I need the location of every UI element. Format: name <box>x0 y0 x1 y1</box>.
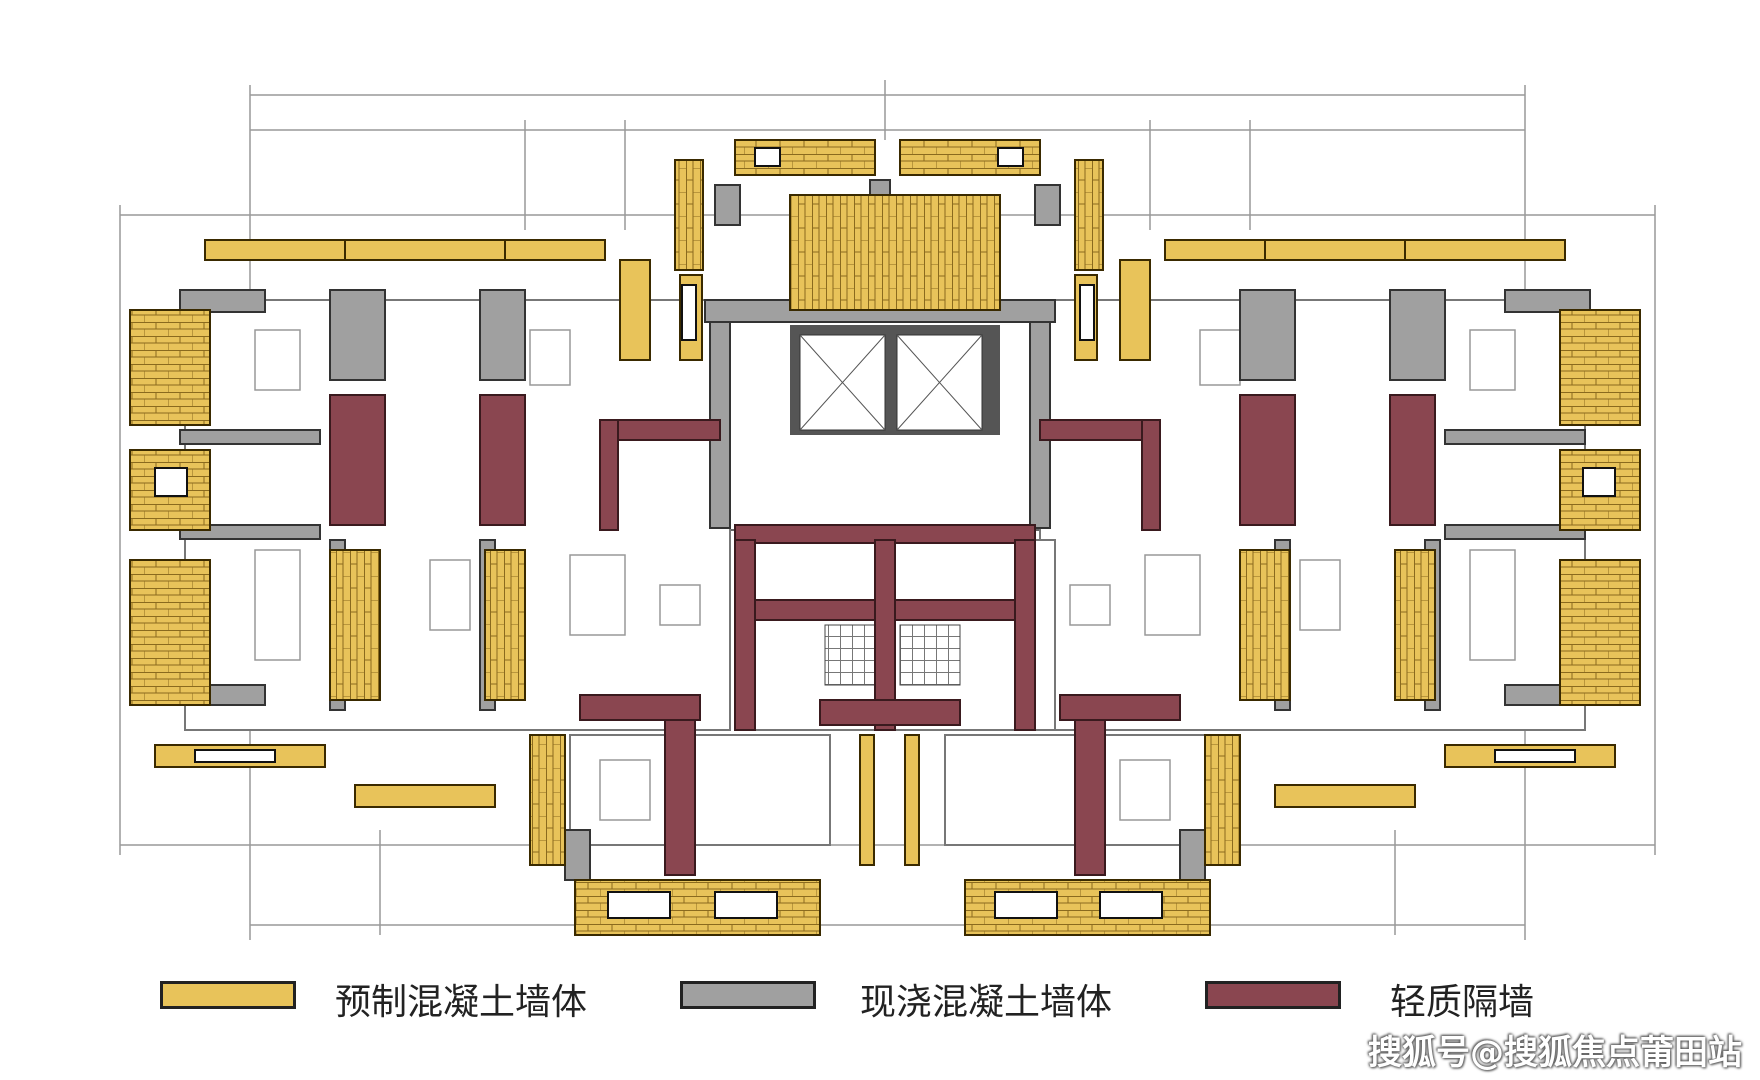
right-bathroom-tiles <box>899 624 961 686</box>
precast-label: 预制混凝土墙体 <box>335 982 588 1023</box>
core-floor-plan <box>719 319 1041 531</box>
cast-in-place-swatch <box>680 981 816 1009</box>
precast-swatch <box>160 981 296 1009</box>
light-partition-swatch <box>1205 981 1341 1009</box>
light-partition-label: 轻质隔墙 <box>1390 982 1535 1023</box>
cast-in-place-label: 现浇混凝土墙体 <box>860 982 1113 1023</box>
right-apartments-floor <box>894 299 1586 846</box>
watermark-text: 搜狐号@搜狐焦点莆田站 <box>1368 1033 1742 1073</box>
legend: 预制混凝土墙体 现浇混凝土墙体 轻质隔墙 <box>0 965 1760 1025</box>
furniture-outlines <box>254 329 1516 821</box>
window-openings <box>154 147 1616 919</box>
light-partition-walls <box>329 394 1436 876</box>
